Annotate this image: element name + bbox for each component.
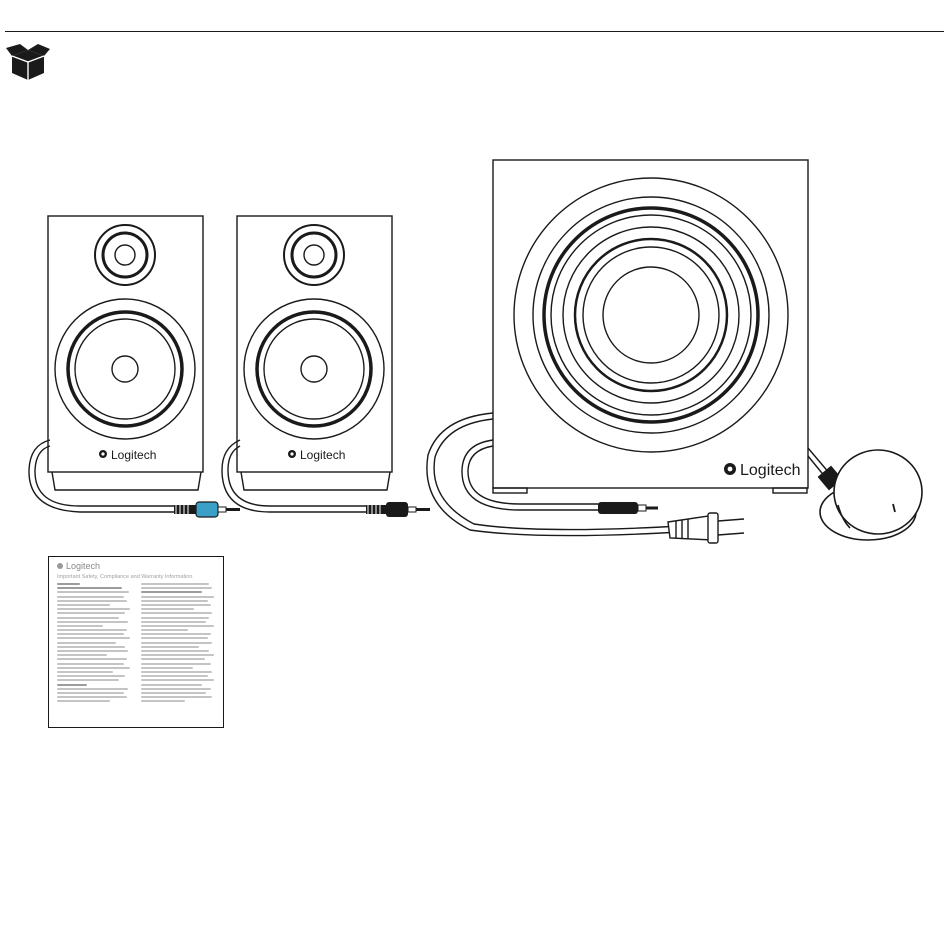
safety-leaflet: Logitech Important Safety, Compliance an… (48, 556, 224, 728)
power-cable (427, 413, 680, 536)
logitech-logo-icon (57, 563, 63, 569)
right-speaker-logo: Logitech (288, 448, 345, 462)
right-speaker-logo-text: Logitech (300, 448, 345, 462)
audio-jack-icon (366, 502, 430, 517)
leaflet-brand: Logitech (57, 561, 100, 571)
subwoofer-logo: Logitech (724, 462, 801, 479)
right-speaker-cable (222, 440, 368, 512)
audio-jack-icon (598, 502, 658, 514)
audio-jack-icon (174, 502, 240, 517)
power-plug-icon (668, 513, 744, 543)
volume-knob-icon (819, 450, 922, 540)
subwoofer (493, 160, 808, 493)
leaflet-title: Important Safety, Compliance and Warrant… (57, 574, 217, 580)
leaflet-column-right (141, 583, 217, 704)
leaflet-column-left (57, 583, 133, 704)
subwoofer-logo-text: Logitech (740, 462, 801, 479)
leaflet-brand-text: Logitech (66, 561, 100, 571)
left-speaker-logo-text: Logitech (111, 448, 156, 462)
left-speaker-logo: Logitech (99, 448, 156, 462)
input-cable (462, 440, 600, 510)
